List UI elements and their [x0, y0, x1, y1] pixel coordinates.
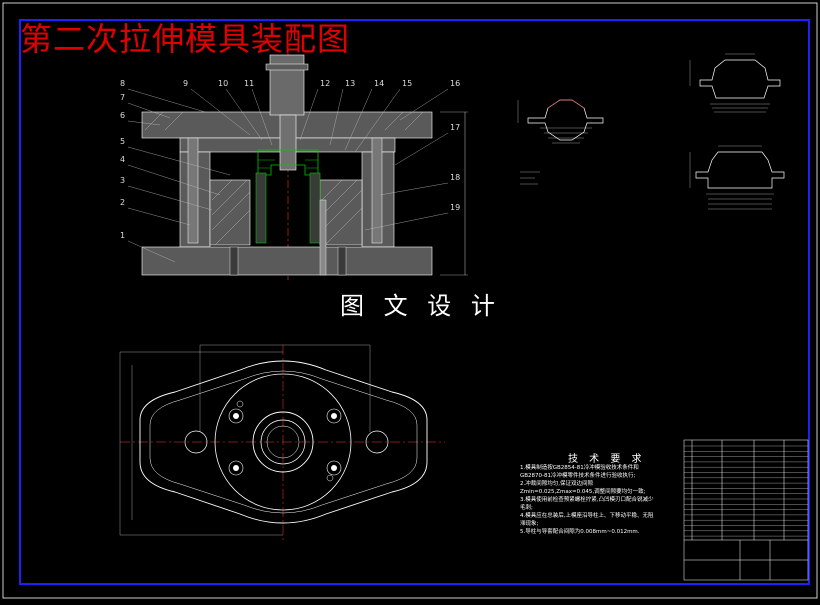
callout-number: 16 — [450, 79, 460, 88]
callout-leader — [251, 88, 273, 146]
tech-line: 3.模具使用前检查预紧螺栓拧紧,凸凹模刃口配合锐减少 — [520, 497, 654, 503]
callout-leader — [299, 88, 319, 141]
tech-line: 滞现象; — [520, 521, 539, 527]
assembly-section-view — [141, 52, 468, 280]
callout-leader — [127, 240, 176, 263]
callout-number: 15 — [402, 79, 412, 88]
callout-number: 3 — [120, 176, 125, 185]
callout-number: 2 — [120, 198, 125, 207]
callout-leader — [127, 164, 221, 196]
callout-number: 10 — [218, 79, 228, 88]
tech-line: 5.导柱与导套配合间隙为0.008mm~0.012mm. — [520, 529, 640, 535]
callout-number: 11 — [244, 79, 254, 88]
callout-leader — [399, 88, 449, 121]
callout-leader — [127, 120, 161, 126]
callout-leader — [344, 88, 373, 151]
callout-number: 9 — [183, 79, 188, 88]
callout-number: 19 — [450, 203, 460, 212]
drawing-caption: 图 文 设 计 — [340, 292, 501, 320]
tech-requirements-list: 1.模具制造按GB2854-81冷冲模验收技术条件和 GB2870-81冷冲模零… — [520, 464, 680, 536]
callout-leader — [394, 132, 449, 166]
callout-leader — [127, 102, 171, 119]
callout-leader — [127, 146, 231, 176]
parts-list-rows — [684, 445, 808, 537]
callout-leader — [379, 182, 449, 196]
plan-view — [119, 344, 445, 540]
callout-leader — [127, 207, 191, 226]
tech-line: 毛刺; — [520, 505, 533, 511]
callout-number: 13 — [345, 79, 355, 88]
callout-leader — [190, 88, 251, 136]
tech-requirements-heading: 技 术 要 求 — [568, 454, 646, 465]
callout-number: 17 — [450, 123, 460, 132]
callout-number: 1 — [120, 231, 125, 240]
callout-number: 18 — [450, 173, 460, 182]
detail-view-1 — [517, 99, 604, 185]
callout-leader — [329, 88, 344, 146]
tech-line: GB2870-81冷冲模零件技术条件进行验收执行; — [520, 473, 636, 479]
callout-leader — [354, 88, 401, 153]
callout-leader — [127, 88, 206, 113]
tech-line: Zmin=0.025,Zmax=0.045,调整间隙要均匀一致; — [520, 489, 646, 495]
callout-number: 6 — [120, 111, 125, 120]
drawing-frame — [19, 19, 810, 585]
detail-view-2 — [689, 53, 781, 113]
detail-view-3 — [689, 145, 785, 210]
tech-line: 1.模具制造按GB2854-81冷冲模验收技术条件和 — [520, 465, 639, 471]
callout-number: 5 — [120, 137, 125, 146]
callout-number: 8 — [120, 79, 125, 88]
drawing-title: 第二次拉伸模具装配图 — [20, 20, 351, 58]
tech-line: 2.冲裁间隙均匀,保证双边间隙 — [520, 481, 593, 487]
callout-number: 14 — [374, 79, 384, 88]
callout-number: 7 — [120, 93, 125, 102]
tech-line: 4.模具应在总装后,上模座沿导柱上、下移动平稳、无阻 — [520, 513, 654, 519]
callout-leader — [127, 185, 213, 211]
callout-leader — [364, 212, 449, 231]
callout-leader — [225, 88, 263, 141]
callout-number: 12 — [320, 79, 330, 88]
title-block — [683, 439, 809, 581]
callout-number: 4 — [120, 155, 125, 164]
